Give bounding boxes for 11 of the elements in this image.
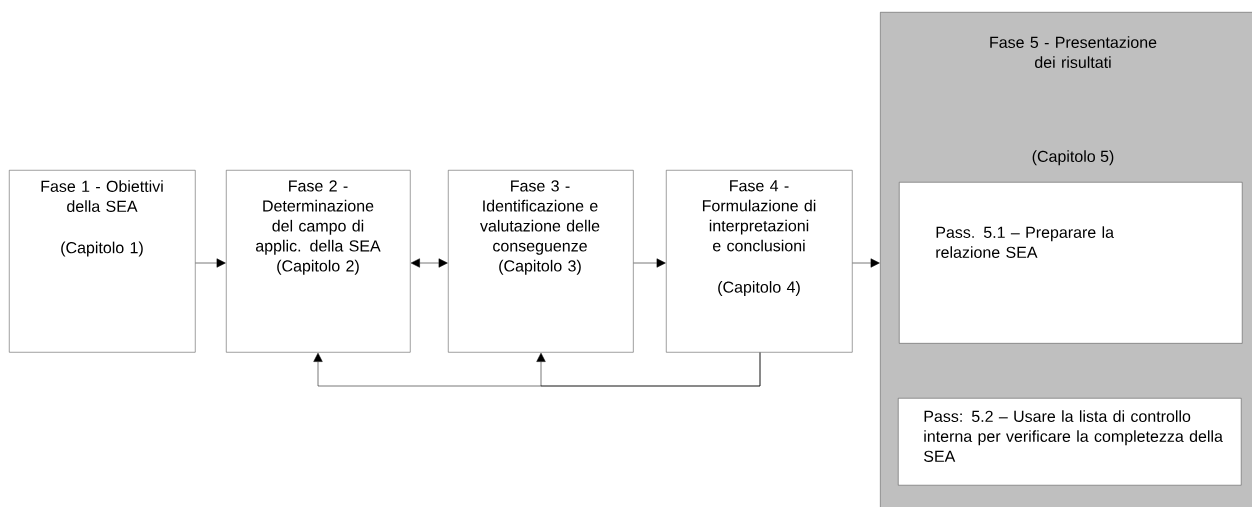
process-box: Fase 4 - Formulazione di interpretazioni e conclusioni (Capitolo 4) — [666, 170, 853, 353]
arrow — [410, 258, 448, 268]
arrow — [195, 258, 226, 268]
process-box: Fase 1 - Obiettivi della SEA (Capitolo 1) — [9, 170, 196, 353]
process-box: Fase 3 - Identificazione e valutazione delle conseguenze (Capitolo 3) — [448, 170, 634, 353]
process-box: Fase 2 - Determinazione del campo di applic. della SEA (Capitolo 2) — [226, 170, 411, 353]
arrow — [852, 258, 880, 268]
arrow — [536, 352, 761, 387]
step-box: Pass: 5.2 – Usare la lista di controllo interna per verificare la completezza della SEA — [898, 398, 1242, 486]
arrow — [633, 258, 666, 268]
step-box: Pass. 5.1 – Preparare la relazione SEA — [899, 182, 1243, 344]
